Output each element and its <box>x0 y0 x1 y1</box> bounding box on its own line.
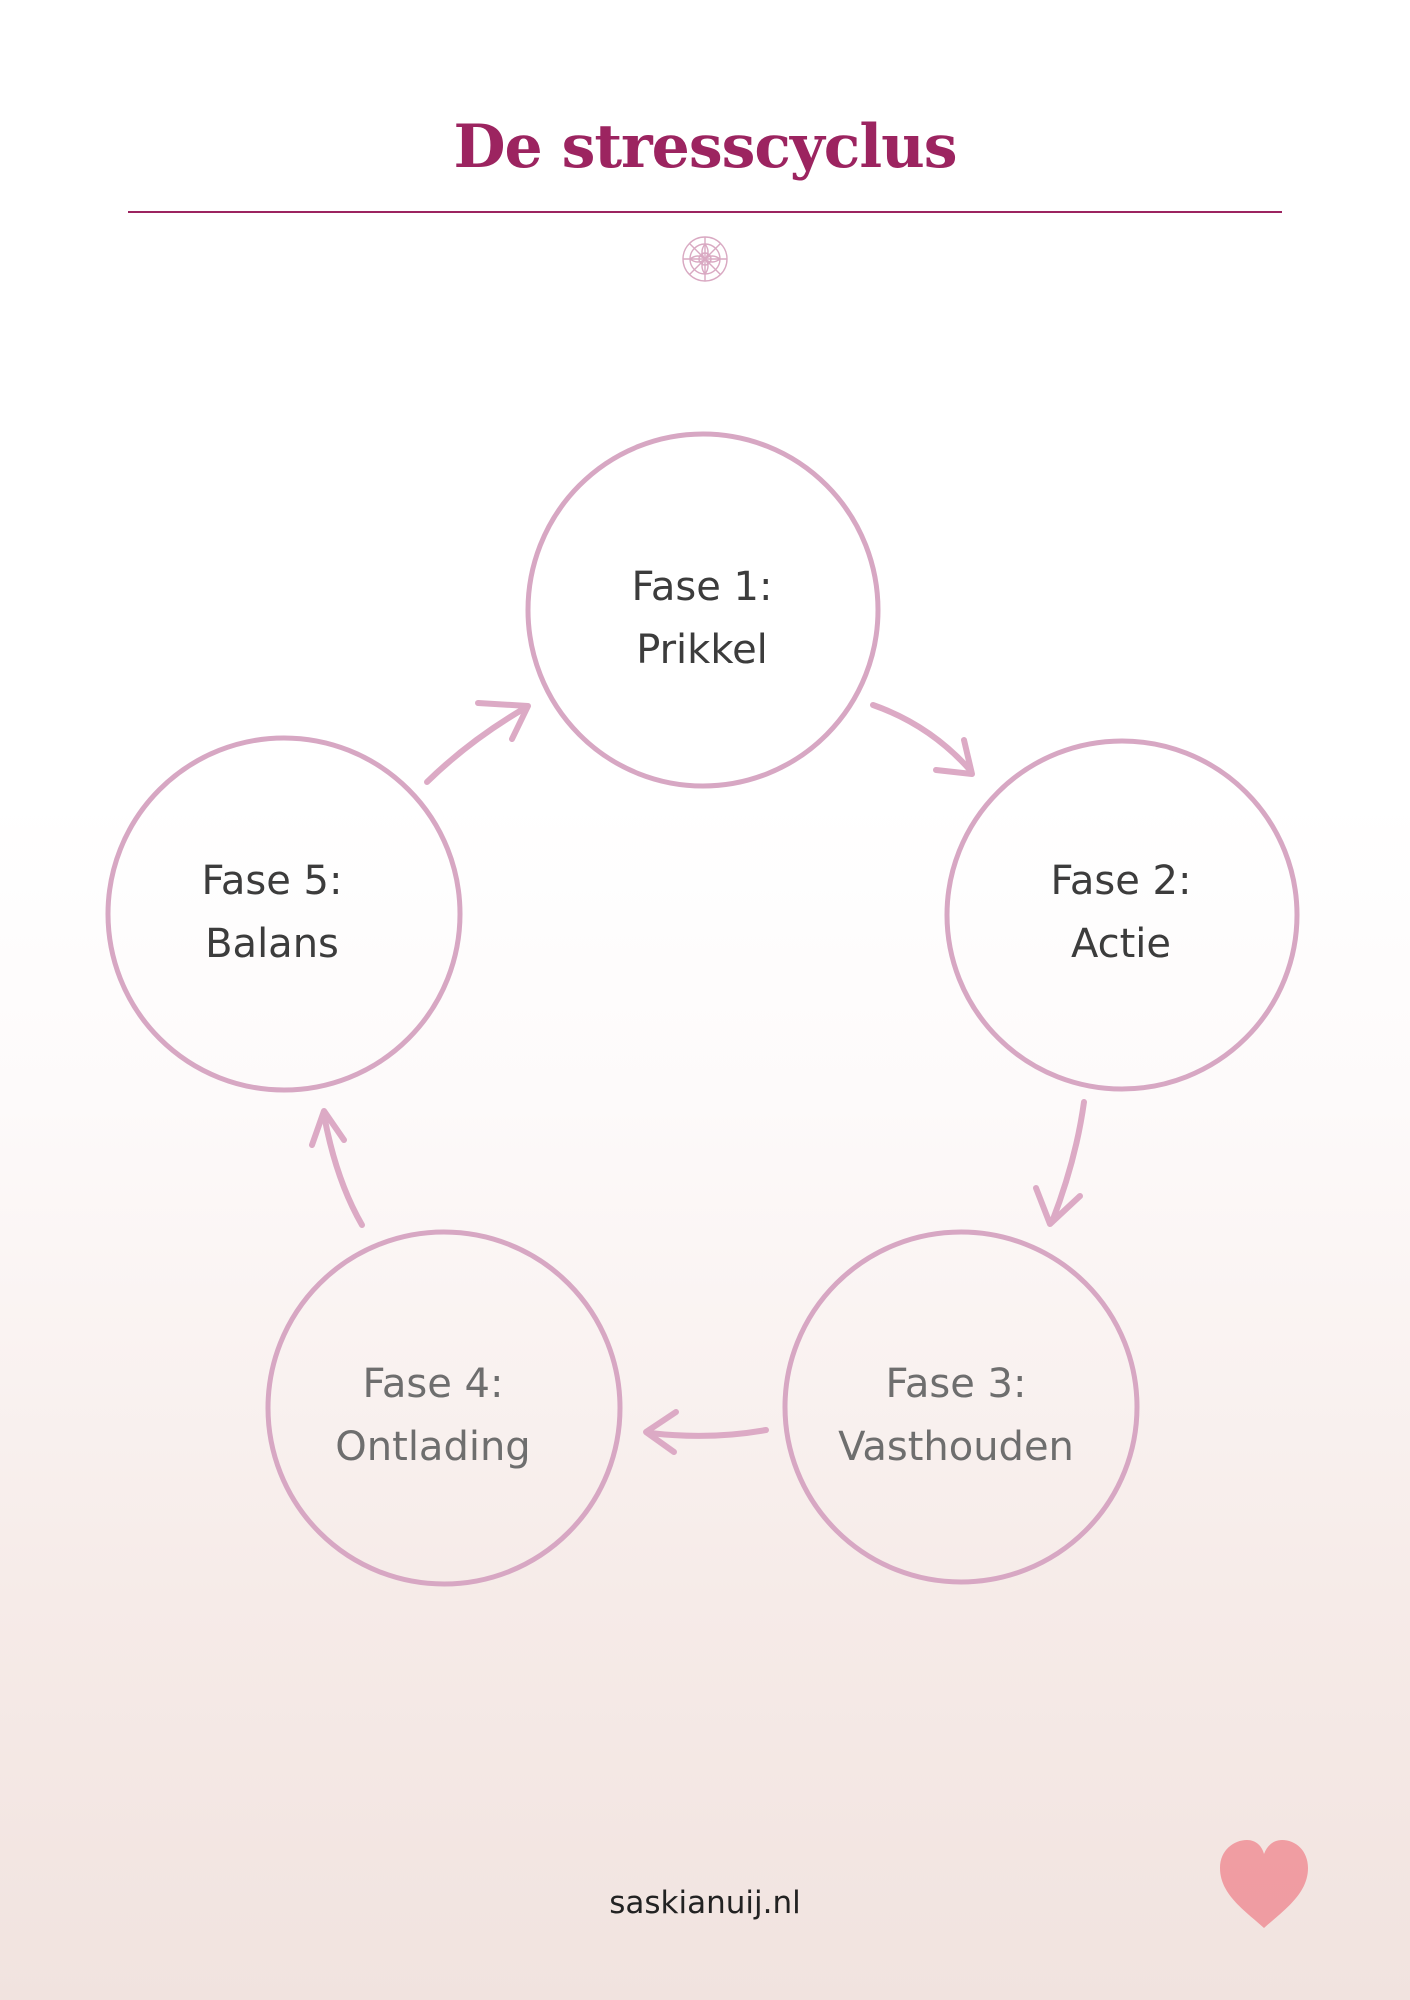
heart-icon <box>1220 1840 1308 1928</box>
phase-4-number: Fase 4: <box>362 1361 504 1407</box>
phase-1-name: Prikkel <box>636 627 768 673</box>
phase-1-circle <box>525 431 881 789</box>
phase-1-number: Fase 1: <box>631 564 773 610</box>
website-footer: saskianuij.nl <box>609 1885 801 1921</box>
phase-2-number: Fase 2: <box>1050 858 1192 904</box>
phase-1-label: Fase 1: Prikkel <box>522 556 882 682</box>
phase-3-name: Vasthouden <box>838 1424 1074 1470</box>
phase-2-circle <box>944 738 1300 1092</box>
arrow-phase3-to-phase4 <box>643 1409 769 1455</box>
phase-3-circle <box>782 1229 1140 1585</box>
phase-4-label: Fase 4: Ontlading <box>253 1353 613 1479</box>
mandala-icon <box>682 236 728 282</box>
phase-5-name: Balans <box>205 921 339 967</box>
page-title: De stresscyclus <box>453 112 957 182</box>
phase-2-name: Actie <box>1070 921 1172 967</box>
arrow-phase5-to-phase1 <box>424 700 531 785</box>
title-divider <box>128 211 1282 213</box>
phase-3-label: Fase 3: Vasthouden <box>776 1353 1136 1479</box>
arrow-phase1-to-phase2 <box>870 702 975 777</box>
arrow-phase2-to-phase3 <box>1033 1099 1087 1227</box>
phase-2-label: Fase 2: Actie <box>941 850 1301 976</box>
phase-4-circle <box>265 1229 623 1587</box>
phase-5-number: Fase 5: <box>201 858 343 904</box>
phase-5-label: Fase 5: Balans <box>92 850 452 976</box>
phase-5-circle <box>105 735 463 1093</box>
phase-3-number: Fase 3: <box>885 1361 1027 1407</box>
phase-4-name: Ontlading <box>335 1424 531 1470</box>
arrow-phase4-to-phase5 <box>309 1108 365 1228</box>
